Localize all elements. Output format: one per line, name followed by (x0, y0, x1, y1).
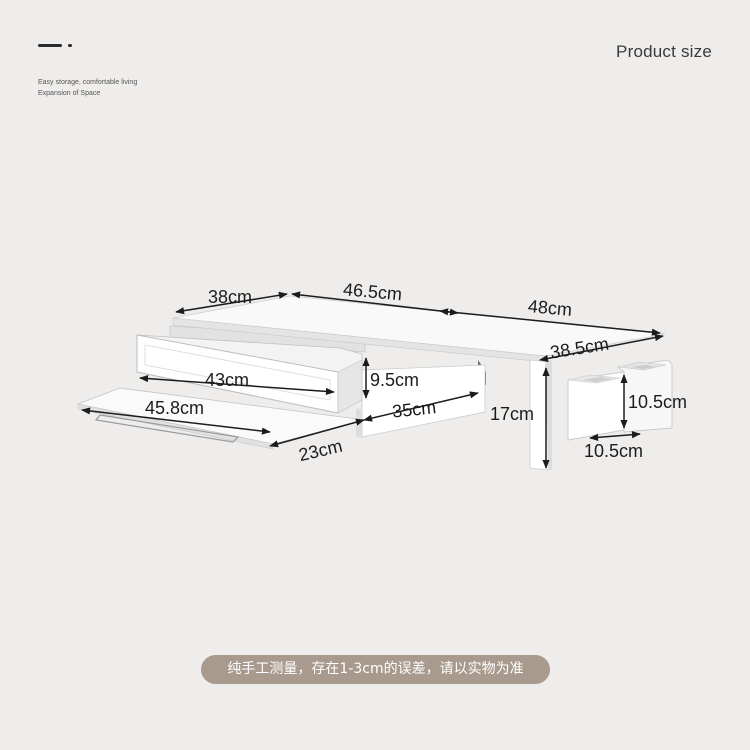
tagline-line-1: Easy storage, comfortable living (38, 79, 138, 86)
tagline-line-2: Expansion of Space (38, 90, 101, 97)
label-pen-holder-width: 10.5cm (584, 441, 643, 461)
label-pen-holder-height: 10.5cm (628, 392, 687, 412)
brand-logo-mark (38, 43, 78, 49)
label-shelf-left-depth: 38cm (208, 287, 252, 307)
label-keyboard-tray-width: 45.8cm (145, 398, 204, 418)
label-side-panel-depth: 35cm (391, 397, 437, 421)
measurement-note-badge: 纯手工测量，存在1-3cm的误差，请以实物为准 (201, 655, 550, 684)
label-keyboard-tray-depth: 23cm (297, 436, 344, 465)
logo-bar (38, 44, 62, 47)
logo-dot (68, 44, 72, 47)
dimension-lines (81, 291, 664, 469)
label-stand-height: 17cm (490, 404, 534, 424)
page-title: Product size (616, 42, 712, 61)
label-drawer-width: 43cm (205, 370, 249, 390)
label-shelf-right-width: 48cm (527, 296, 573, 320)
label-drawer-height: 9.5cm (370, 370, 419, 390)
